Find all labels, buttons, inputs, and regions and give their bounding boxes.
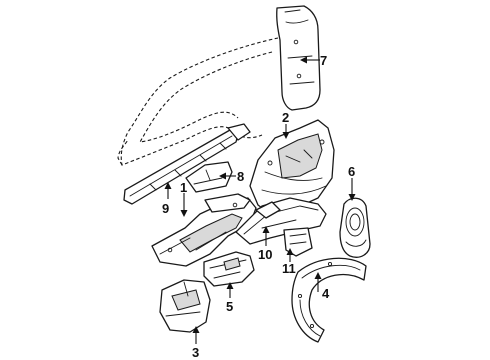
leader-lines [164,56,356,344]
part-4-wheel-liner [291,257,367,343]
part-5-bracket [203,251,255,287]
part-2-wheelhouse-apron [249,119,335,215]
part-7-splash-shield [276,5,321,111]
part-6-plate [339,197,371,258]
callout-3: 3 [192,345,199,360]
callout-1: 1 [180,180,187,195]
callout-4: 4 [322,286,330,301]
callout-8: 8 [237,169,244,184]
part-8-bracket [185,161,233,193]
callout-6: 6 [348,164,355,179]
callout-10: 10 [258,247,272,262]
fender-outline [117,37,279,166]
callout-5: 5 [226,299,233,314]
callout-7: 7 [320,53,327,68]
callout-2: 2 [282,110,289,125]
part-3-bottom-bracket [159,279,211,333]
callout-9: 9 [162,201,169,216]
callouts: 7 2 8 9 1 6 10 11 4 5 3 [162,53,355,360]
part-9-fender-rail [123,123,251,205]
part-10-rail [235,197,327,245]
callout-11: 11 [282,261,296,276]
part-1-lower-apron [151,193,257,267]
part-11-small-bracket [283,227,313,257]
